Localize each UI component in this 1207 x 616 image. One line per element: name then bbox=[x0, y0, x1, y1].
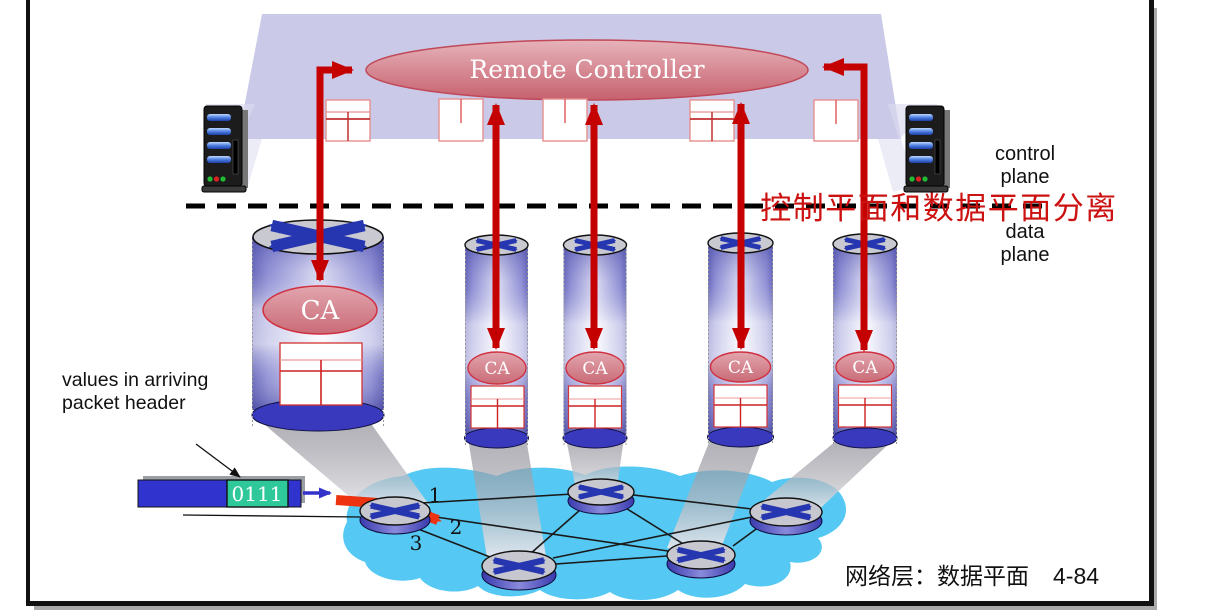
server-tower-icon-right bbox=[903, 105, 951, 193]
packet-header-field bbox=[226, 479, 289, 508]
flow-table-icon bbox=[542, 98, 588, 142]
projection-beam-1 bbox=[265, 425, 430, 514]
data-plane-router-left bbox=[359, 496, 431, 535]
packet-note-line1: values in arriving bbox=[62, 369, 208, 391]
network-link bbox=[529, 502, 589, 555]
packet-header-value: 0111 bbox=[232, 482, 283, 506]
packet-pointer-arrow bbox=[195, 443, 241, 478]
data-plane-label-line1: data bbox=[1006, 221, 1046, 243]
flow-table-icon bbox=[438, 98, 484, 142]
data-plane-label-line2: plane bbox=[1001, 244, 1050, 266]
network-link bbox=[428, 515, 669, 552]
control-plane-label-line1: control bbox=[995, 143, 1055, 165]
network-link bbox=[412, 526, 491, 558]
slide-border-left bbox=[26, 0, 30, 606]
control-agent-label: CA bbox=[301, 296, 341, 326]
packet-note-line2: packet header bbox=[62, 392, 186, 414]
control-agent-ellipse bbox=[262, 285, 378, 335]
projection-beam-2 bbox=[468, 438, 546, 564]
projection-beam-4 bbox=[667, 440, 762, 556]
controller-switch-arrow-5 bbox=[822, 58, 873, 352]
control-plane-label-line2: plane bbox=[1001, 166, 1050, 188]
server-tower-icon-left bbox=[201, 105, 249, 193]
footer-page-number: 4-84 bbox=[1053, 563, 1099, 589]
network-links bbox=[412, 493, 764, 565]
data-plane-router-bottom-mid bbox=[481, 550, 557, 591]
control-agent-ellipse bbox=[467, 351, 527, 385]
flow-table-icon bbox=[837, 384, 893, 428]
network-link bbox=[552, 516, 753, 559]
arriving-packet: 0111 bbox=[137, 476, 305, 508]
sdn-switch-cylinder-1: CA bbox=[251, 219, 385, 432]
port-label-3: 3 bbox=[410, 531, 423, 555]
slide-border-right bbox=[1149, 0, 1154, 606]
slide-border-shadow bbox=[34, 606, 1157, 610]
packet-input-line bbox=[182, 514, 361, 518]
control-agent-label: CA bbox=[852, 358, 878, 378]
controller-switch-arrow-1 bbox=[311, 61, 354, 282]
flow-table-icon bbox=[567, 385, 623, 429]
network-link bbox=[420, 493, 574, 504]
network-link bbox=[632, 494, 753, 510]
data-plane-router-top bbox=[567, 478, 635, 515]
port-label-2: 2 bbox=[450, 515, 463, 539]
control-agent-label: CA bbox=[582, 359, 608, 379]
remote-controller-label: Remote Controller bbox=[469, 55, 704, 84]
network-link bbox=[555, 555, 668, 565]
slide-border-bottom bbox=[26, 601, 1154, 606]
control-agent-ellipse bbox=[565, 351, 625, 385]
data-plane-router-bottom-right bbox=[666, 540, 736, 579]
footer-caption: 网络层：数据平面 bbox=[845, 563, 1029, 589]
data-plane-router-right bbox=[749, 497, 823, 536]
control-arrows bbox=[311, 58, 873, 352]
control-agent-ellipse bbox=[709, 351, 772, 383]
projection-beam-5 bbox=[757, 441, 892, 516]
control-agent-label: CA bbox=[728, 358, 754, 378]
flow-table-icon bbox=[279, 342, 363, 406]
flow-table-icon bbox=[813, 99, 859, 142]
slide-border-shadow-right bbox=[1154, 8, 1157, 608]
control-agent-label: CA bbox=[484, 359, 510, 379]
flow-table-icon bbox=[470, 385, 525, 429]
port-label-1: 1 bbox=[429, 483, 442, 507]
separation-note: 控制平面和数据平面分离 bbox=[760, 191, 1118, 227]
flow-table-icon bbox=[325, 99, 371, 142]
sdn-switch-cylinder-4: CA bbox=[707, 232, 774, 448]
flow-table-icon bbox=[713, 384, 768, 428]
control-agent-ellipse bbox=[835, 351, 895, 383]
flow-table-icon bbox=[689, 99, 735, 142]
